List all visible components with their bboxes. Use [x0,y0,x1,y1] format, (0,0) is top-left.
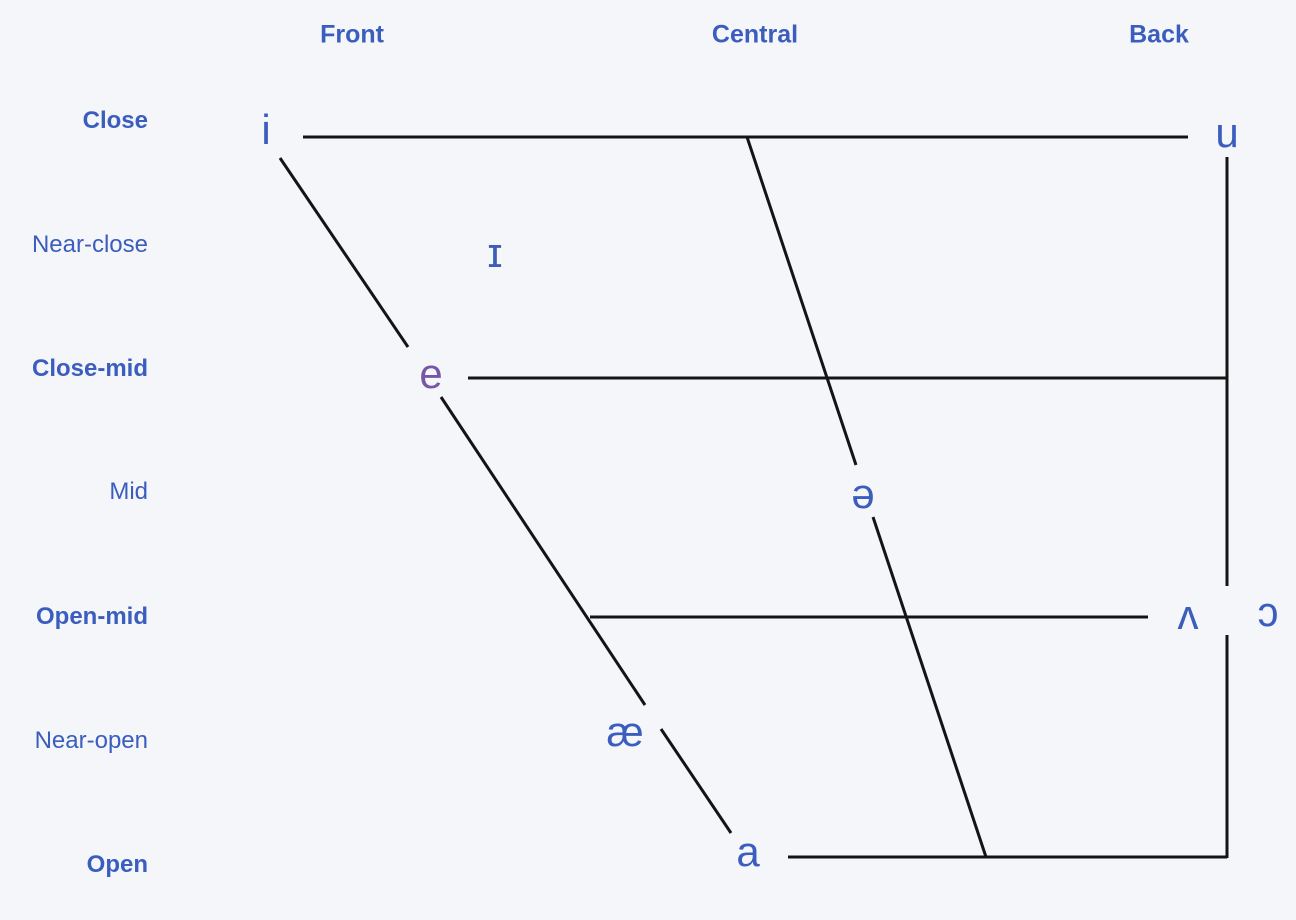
central-diagonal-upper [745,136,858,466]
row-label-near-open: Near-open [34,727,148,754]
front-diagonal-middle [439,396,647,706]
column-header-front: Front [320,20,384,49]
front-diagonal-lower [659,728,733,834]
front-diagonal-upper [278,157,410,348]
row-label-near-close: Near-close [31,231,148,258]
row-label-open-mid: Open-mid [36,603,148,630]
vowel-mid-central-schwa: ə [851,470,875,517]
vowel-close-back: u [1215,109,1239,156]
row-label-mid: Mid [109,478,148,505]
row-label-close-mid: Close-mid [31,355,148,382]
vowel-open-mid-back-unrounded: ʌ [1177,591,1199,638]
vowel-close-front: i [261,106,271,153]
column-header-back: Back [1129,20,1189,49]
vowel-close-mid-front: e [419,350,443,397]
row-label-close: Close [82,107,148,134]
vowel-near-close-front: ɪ [487,229,503,276]
vowel-near-open-front: æ [606,708,644,755]
column-header-central: Central [711,20,799,49]
vowel-open-mid-back-rounded: ɔ [1257,588,1279,635]
vowel-open-front: a [736,828,760,875]
central-diagonal-lower [871,516,988,858]
row-label-open: Open [86,851,148,878]
